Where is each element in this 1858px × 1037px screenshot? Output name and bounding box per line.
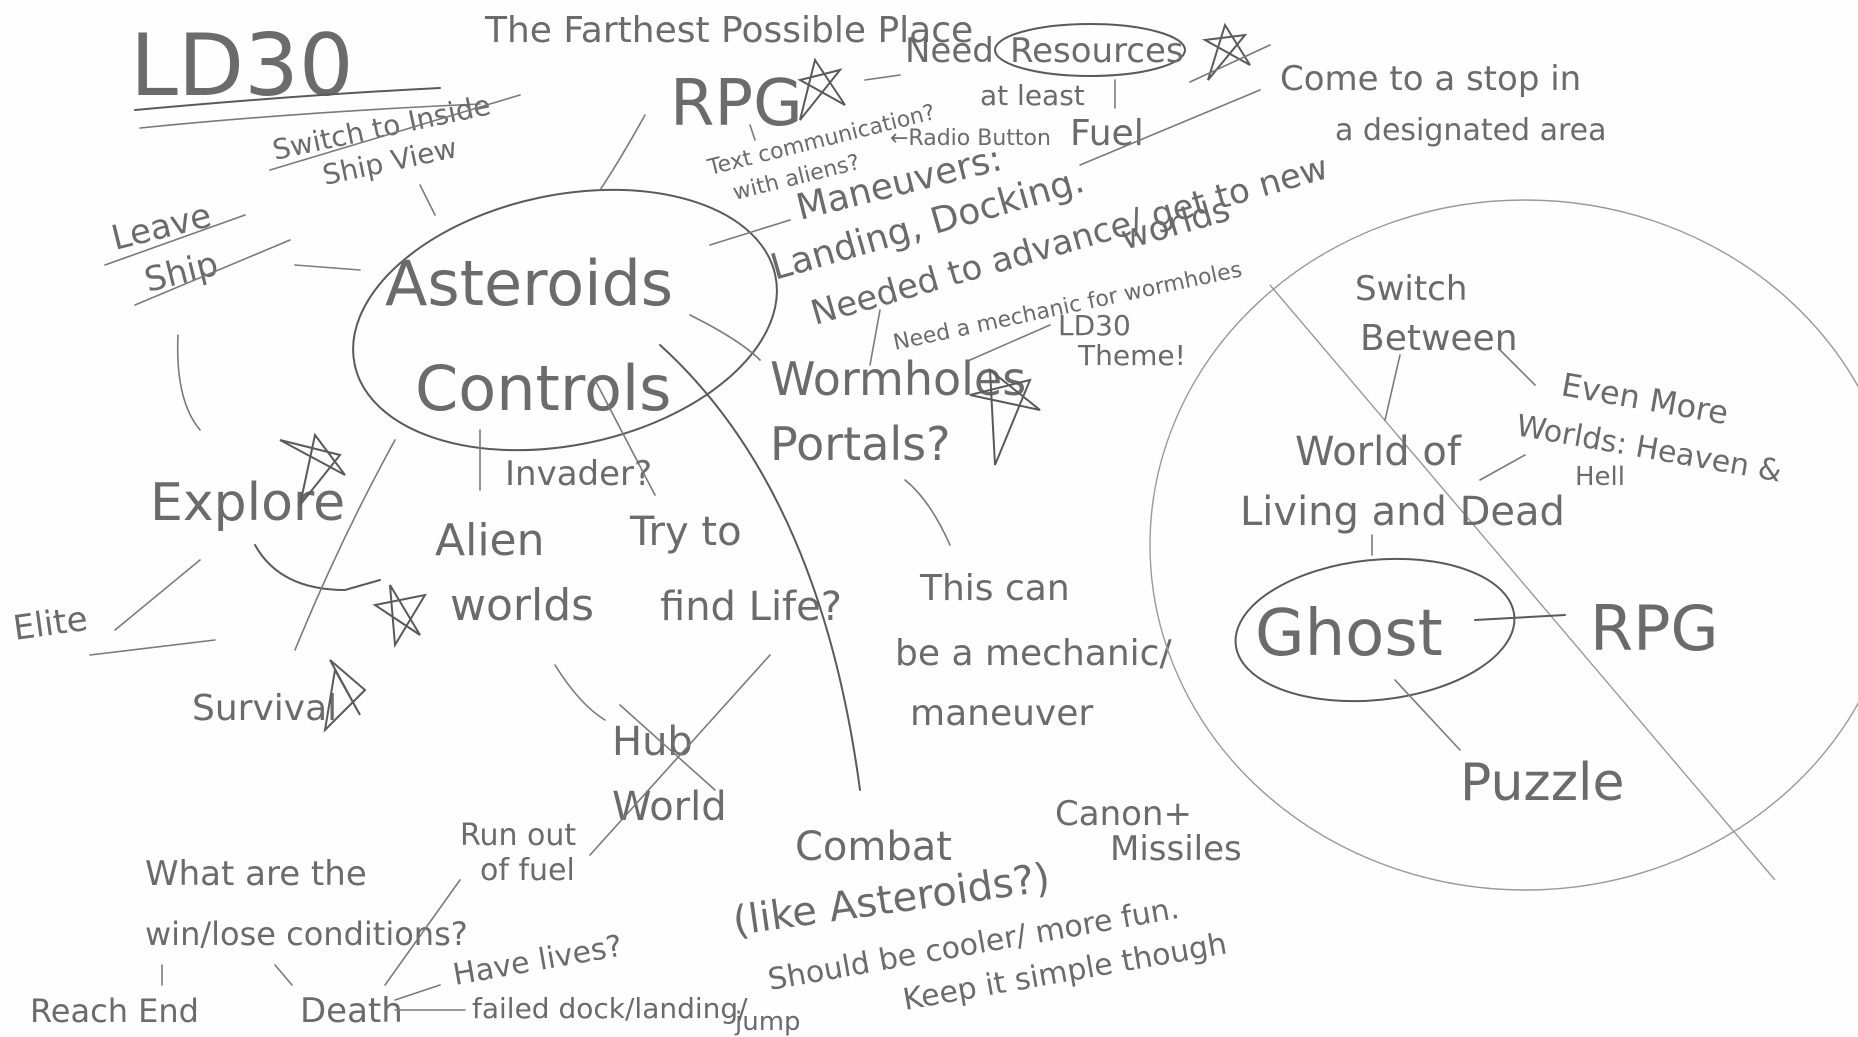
have-lives-text: Have lives? [450, 929, 625, 993]
elite-text: Elite [11, 599, 90, 649]
title-ld30: LD30 [130, 16, 354, 116]
link-explore [176, 334, 201, 431]
hub-line2: World [612, 784, 727, 830]
link-fuel-stop [1079, 89, 1261, 166]
strike-line [619, 704, 716, 791]
run-out-line2: of fuel [480, 853, 575, 888]
link-center-survival [294, 439, 396, 651]
switch-between-line1: Switch [1355, 269, 1467, 309]
strike-line [589, 654, 771, 856]
win-lose-line2: win/lose conditions? [145, 915, 468, 953]
center-ellipse [352, 188, 778, 452]
try-life-line2: find Life? [660, 584, 842, 630]
run-out-line1: Run out [460, 818, 576, 853]
link-switch-ship [419, 184, 436, 216]
rpg-right-text: RPG [1590, 592, 1719, 665]
star-icon [797, 57, 846, 121]
reach-end-text: Reach End [30, 992, 199, 1030]
strike-line [1269, 284, 1776, 881]
right-cluster-circle [1149, 199, 1858, 891]
center-line2: Controls [415, 352, 671, 425]
stop-line2: a designated area [1335, 113, 1607, 148]
ghost-ellipse [1234, 557, 1516, 703]
even-more-line3: Hell [1575, 462, 1625, 492]
link-rpg-need [864, 74, 901, 81]
title-underline-2 [139, 103, 481, 129]
arrow-death-lives [394, 984, 441, 1001]
puzzle-text: Puzzle [1460, 753, 1624, 813]
canon-line1: Canon+ [1055, 794, 1192, 834]
arrow-mechanic [869, 309, 881, 366]
link-center-wormholes [689, 314, 761, 361]
this-can-line3: maneuver [910, 693, 1093, 734]
need-text: Need [905, 31, 994, 71]
combat-line1: Combat [795, 824, 952, 870]
link-switch-world [1384, 354, 1401, 421]
win-lose-line1: What are the [145, 854, 367, 894]
arrow-rpg-text [749, 124, 756, 141]
link-theme [969, 324, 1051, 361]
rpg-top: RPG [670, 67, 803, 141]
canon-line2: Missiles [1110, 829, 1242, 869]
theme-text: The Farthest Possible Place [484, 10, 973, 51]
arrow-runout-death [384, 879, 461, 986]
ld30-theme-line2: Theme! [1077, 339, 1186, 372]
leave-ship-line2: Ship [141, 244, 223, 301]
link-switch-more [1499, 349, 1536, 386]
star-icon [1201, 22, 1251, 81]
jump-text: jump [734, 1007, 801, 1037]
at-least-text: at least [980, 79, 1085, 112]
fuel-text: Fuel [1070, 113, 1144, 154]
link-ghost-rpg [1474, 614, 1566, 621]
ld30-theme-line1: LD30 [1058, 309, 1131, 342]
link-explore-alien [254, 544, 381, 592]
link-center-combat [659, 344, 861, 791]
this-can-line1: This can [919, 568, 1070, 609]
title-underline [134, 87, 441, 111]
star-icon [279, 432, 346, 506]
ghost-text: Ghost [1255, 597, 1443, 671]
survival-text: Survival [192, 688, 337, 729]
switch-between-line2: Between [1360, 318, 1518, 359]
invader-text: Invader? [505, 454, 652, 494]
star-icon [969, 367, 1041, 466]
star-icon [323, 659, 367, 733]
strike-line [1189, 44, 1271, 83]
explore-text: Explore [150, 473, 345, 533]
link-more-world [1479, 454, 1526, 481]
link-leave-ship [294, 264, 361, 271]
try-life-line1: Try to [629, 509, 742, 555]
hub-line1: Hub [612, 719, 693, 765]
resources-ellipse [994, 23, 1186, 77]
radio-text: ←Radio Button [890, 126, 1051, 151]
link-hub [554, 664, 606, 721]
link-elite [114, 559, 201, 631]
strike-line [269, 94, 521, 171]
link-ghost-puzzle [1394, 679, 1461, 751]
world-living-line2: Living and Dead [1240, 489, 1565, 535]
strike-line [104, 214, 246, 266]
this-can-line2: be a mechanic/ [895, 633, 1172, 674]
failed-text: failed dock/landing/ [472, 992, 748, 1025]
even-more-line2: Worlds: Heaven & [1514, 408, 1785, 489]
resources-text: Resources [1010, 31, 1184, 71]
arrow-this-can [904, 479, 951, 546]
link-try-life [594, 379, 656, 496]
alien-line1: Alien [435, 515, 545, 566]
star-icon [372, 584, 428, 649]
link-elite-2 [89, 639, 216, 656]
link-center-rpg [599, 114, 646, 191]
wormholes-line2: Portals? [770, 417, 951, 471]
alien-line2: worlds [450, 580, 594, 631]
center-line1: Asteroids [385, 247, 673, 320]
strike-line [134, 239, 291, 306]
world-living-line1: World of [1295, 429, 1462, 475]
stop-line1: Come to a stop in [1280, 59, 1581, 99]
link-center-maneuvers [709, 219, 791, 246]
death-text: Death [300, 991, 403, 1031]
arrow-death [274, 964, 293, 986]
